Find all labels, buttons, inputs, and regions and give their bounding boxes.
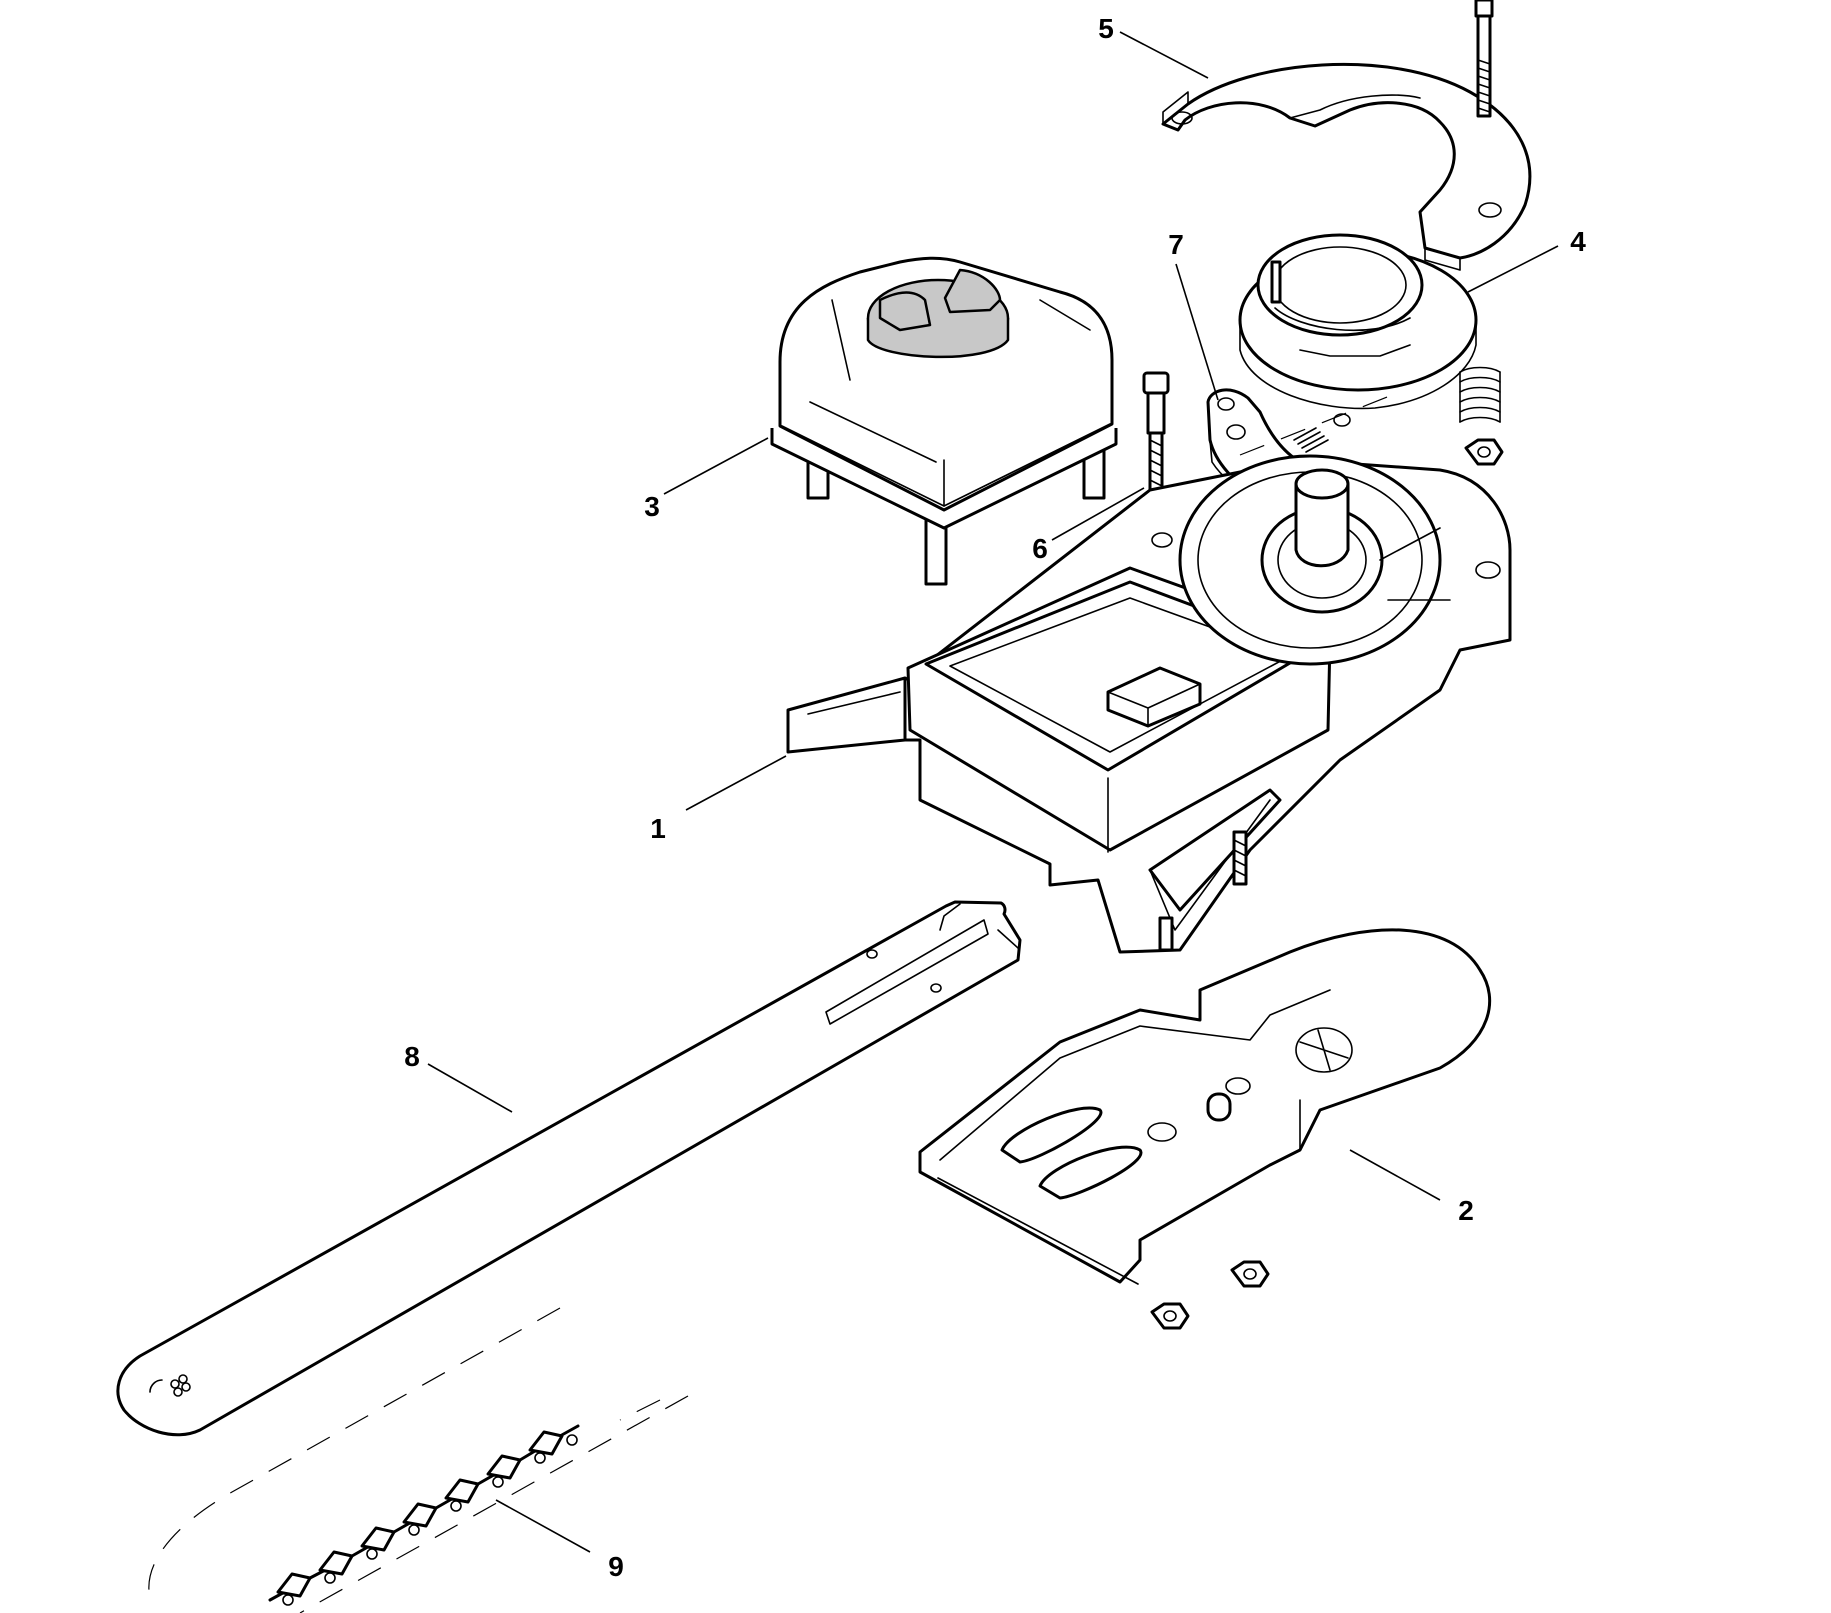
housing-studs[interactable] (1158, 830, 1248, 952)
leader-6 (1051, 487, 1145, 541)
part-2-bar-cover[interactable] (918, 928, 1492, 1285)
part-8-guide-bar[interactable] (116, 900, 1022, 1437)
part-4-ring-collar[interactable] (1238, 233, 1478, 410)
leader-5 (1119, 31, 1209, 79)
chain-path-ghost (148, 1307, 689, 1613)
callout-7: 7 (1168, 229, 1184, 260)
part-5-clamp-bracket[interactable] (1161, 62, 1532, 271)
hex-nut-upper[interactable] (1464, 438, 1504, 466)
part-3-tank-cap[interactable] (770, 256, 1118, 586)
part-6-bolt[interactable] (1142, 371, 1170, 507)
callout-3: 3 (644, 491, 660, 522)
part-9-saw-chain[interactable] (268, 1424, 580, 1606)
leader-7 (1175, 263, 1219, 401)
bolt-top[interactable] (1474, 0, 1494, 118)
callout-9: 9 (608, 1551, 624, 1582)
callout-8: 8 (404, 1041, 420, 1072)
leader-8 (427, 1063, 513, 1113)
callout-4: 4 (1570, 226, 1586, 257)
part-1-main-housing[interactable] (786, 454, 1512, 954)
small-spring[interactable] (1293, 413, 1351, 453)
compression-spring[interactable] (1459, 366, 1501, 423)
leader-2 (1349, 1149, 1441, 1201)
hex-nut-lower-2[interactable] (1150, 1302, 1190, 1330)
leader-4 (1467, 245, 1559, 293)
callout-2: 2 (1458, 1195, 1474, 1226)
leader-3 (663, 437, 769, 495)
callout-5: 5 (1098, 13, 1114, 44)
leader-1 (685, 755, 787, 811)
callout-1: 1 (650, 813, 666, 844)
leader-9 (495, 1499, 591, 1553)
callout-6: 6 (1032, 533, 1048, 564)
hex-nut-lower-1[interactable] (1230, 1260, 1270, 1288)
